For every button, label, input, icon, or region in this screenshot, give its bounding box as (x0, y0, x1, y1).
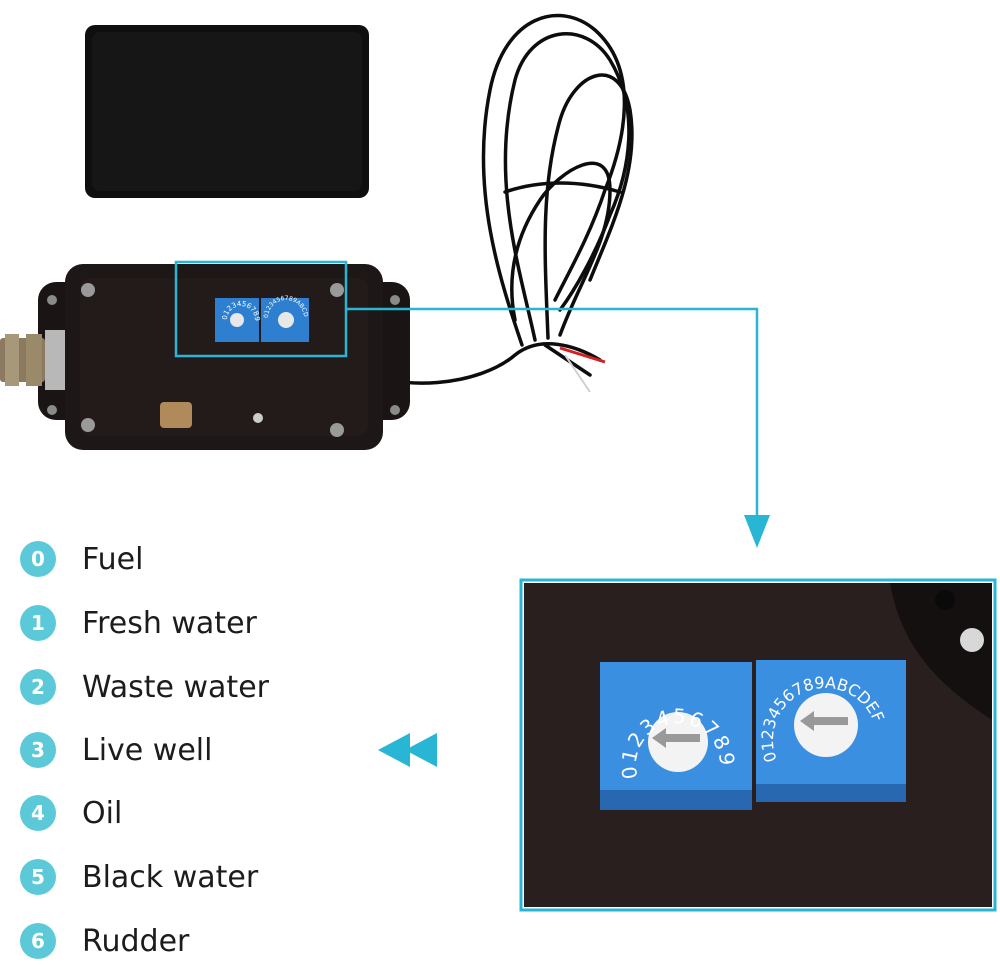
number-badge-icon: 6 (20, 923, 56, 959)
legend-label: Black water (82, 859, 259, 895)
legend-item-0: 0 Fuel (20, 535, 143, 583)
legend-item-6: 6 Rudder (20, 917, 189, 965)
legend-item-4: 4 Oil (20, 789, 122, 837)
legend-label: Waste water (82, 669, 269, 705)
legend-label: Rudder (82, 923, 190, 959)
number-badge-icon: 2 (20, 669, 56, 705)
legend-item-1: 1 Fresh water (20, 599, 257, 647)
legend-item-2: 2 Waste water (20, 663, 269, 711)
legend-label: Live well (82, 732, 213, 768)
legend-label: Fuel (82, 541, 144, 577)
number-badge-icon: 0 (20, 541, 56, 577)
cable-bundle (343, 13, 634, 385)
number-badge-icon: 3 (20, 732, 56, 768)
legend-label: Fresh water (82, 605, 257, 641)
legend-item-3: 3 Live well (20, 726, 212, 774)
double-left-arrow-icon (378, 733, 437, 767)
callout-box (174, 260, 770, 548)
legend-label: Oil (82, 795, 123, 831)
number-badge-icon: 4 (20, 795, 56, 831)
number-badge-icon: 1 (20, 605, 56, 641)
number-badge-icon: 5 (20, 859, 56, 895)
connector-plug (0, 330, 65, 390)
bare-wire (564, 354, 591, 393)
legend-item-5: 5 Black water (20, 853, 258, 901)
red-wire (559, 346, 606, 364)
adhesive-pad (85, 25, 369, 198)
zoom-inset: 0123456789 0123456789ABCDEF (519, 578, 997, 912)
